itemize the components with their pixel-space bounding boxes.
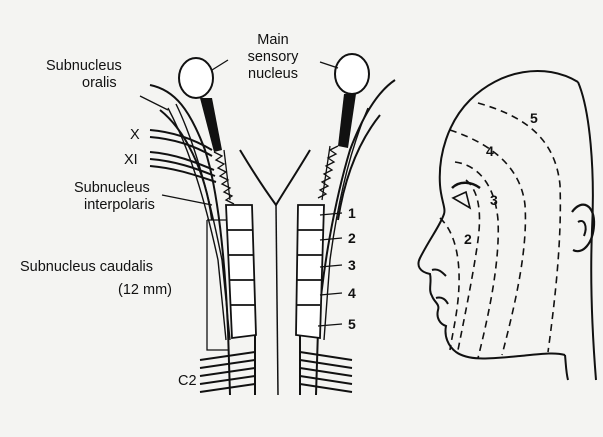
caudalis-label-2: (12 mm) (118, 282, 172, 298)
c2-roots-left (200, 352, 255, 392)
interpolaris-label-2: interpolaris (84, 197, 155, 213)
caudalis-label-1: Subnucleus caudalis (20, 259, 153, 275)
main-sensory-label-1: Main (257, 32, 288, 48)
oralis-label-2: oralis (82, 75, 117, 91)
face-zone-boundaries (440, 103, 560, 358)
brainstem-zone-2: 2 (348, 230, 356, 246)
caudalis-column-left (226, 205, 256, 338)
oralis-label-1: Subnucleus (46, 58, 122, 74)
brainstem-zone-5: 5 (348, 316, 356, 332)
interpolaris-label-1: Subnucleus (74, 180, 150, 196)
main-sensory-nucleus-right (335, 54, 369, 94)
face-zone-4: 4 (486, 143, 494, 159)
brainstem-zone-1: 1 (348, 205, 356, 221)
brainstem-zone-4: 4 (348, 285, 356, 301)
interpolaris-column-left (214, 150, 234, 204)
interpolaris-column-right (318, 146, 338, 200)
c2-roots-right (300, 352, 352, 392)
caudalis-column-right (296, 205, 324, 338)
main-sensory-label-2: sensory (248, 49, 300, 65)
main-sensory-nucleus-left (179, 58, 213, 98)
face-zone-2: 2 (464, 231, 472, 247)
nerve-xi-label: XI (124, 152, 138, 168)
c2-label: C2 (178, 373, 197, 389)
brainstem-zone-3: 3 (348, 257, 356, 273)
face-zone-5: 5 (530, 110, 538, 126)
face-zone-3: 3 (490, 192, 498, 208)
nerve-x-label: X (130, 127, 140, 143)
main-sensory-label-3: nucleus (248, 66, 298, 82)
spinal-tract-left (168, 104, 230, 340)
